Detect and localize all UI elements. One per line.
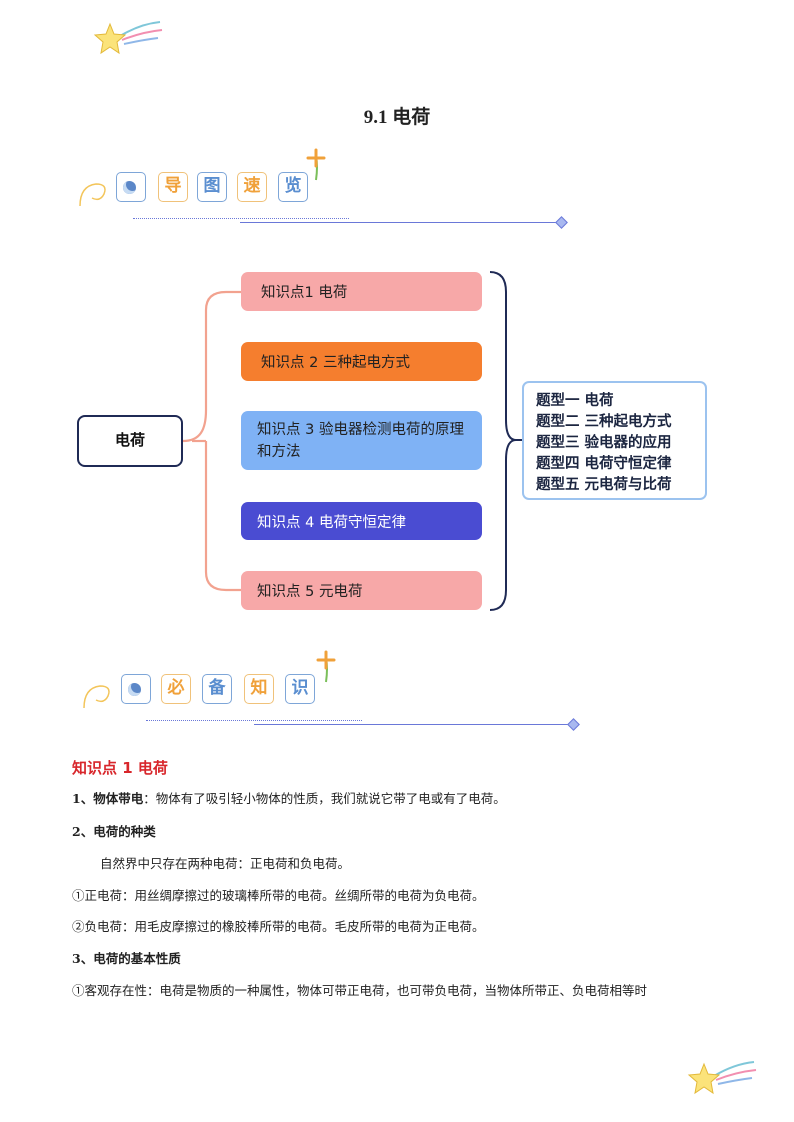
banner-tile: 备 <box>202 674 232 704</box>
divider <box>254 724 572 725</box>
page-title: 9.1 电荷 <box>363 107 431 128</box>
question-type: 题型四 电荷守恒定律 <box>536 456 672 472</box>
knowledge-node-3: 知识点 3 验电器检测电荷的原理和方法 <box>241 411 482 470</box>
banner-mindmap: 导 图 速 览 <box>79 148 600 252</box>
globe-icon <box>121 674 151 704</box>
divider <box>240 222 560 223</box>
banner-knowledge: 必 备 知 识 <box>83 650 606 754</box>
knowledge-node-4: 知识点 4 电荷守恒定律 <box>241 502 482 540</box>
swirl-decoration <box>83 685 110 709</box>
banner-tile: 图 <box>197 172 227 202</box>
paragraph: ①正电荷：用丝绸摩擦过的玻璃棒所带的电荷。丝绸所带的电荷为负电荷。 <box>72 888 485 903</box>
flower-icon <box>306 148 326 181</box>
banner-tile: 速 <box>237 172 267 202</box>
question-type: 题型五 元电荷与比荷 <box>536 477 672 493</box>
subheading: 2、电荷的种类 <box>72 824 156 839</box>
banner-tile: 览 <box>278 172 308 202</box>
divider <box>133 218 349 219</box>
star-icon <box>93 21 163 55</box>
question-type: 题型二 三种起电方式 <box>536 414 672 430</box>
mindmap-root: 电荷 <box>77 415 183 467</box>
paragraph-label: 1、物体带电 <box>72 791 144 806</box>
knowledge-node-2: 知识点 2 三种起电方式 <box>241 342 482 381</box>
banner-tile: 必 <box>161 674 191 704</box>
knowledge-node-1: 知识点1 电荷 <box>241 272 482 311</box>
flower-icon <box>316 650 336 683</box>
paragraph: ①客观存在性：电荷是物质的一种属性，物体可带正电荷，也可带负电荷，当物体所带正、… <box>72 983 648 998</box>
diamond-icon <box>567 718 580 731</box>
question-type: 题型三 验电器的应用 <box>536 435 672 451</box>
swirl-decoration <box>79 183 106 207</box>
globe-icon <box>116 172 146 202</box>
question-type: 题型一 电荷 <box>536 393 614 409</box>
paragraph: ②负电荷：用毛皮摩擦过的橡胶棒所带的电荷。毛皮所带的电荷为正电荷。 <box>72 919 485 934</box>
paragraph: 1、物体带电：物体有了吸引轻小物体的性质，我们就说它带了电或有了电荷。 <box>72 788 506 807</box>
question-types-box: 题型一 电荷 题型二 三种起电方式 题型三 验电器的应用 题型四 电荷守恒定律 … <box>522 381 707 500</box>
paragraph: 自然界中只存在两种电荷：正电荷和负电荷。 <box>100 856 351 871</box>
paragraph-text: ：物体有了吸引轻小物体的性质，我们就说它带了电或有了电荷。 <box>143 791 506 806</box>
divider <box>146 720 362 721</box>
star-icon <box>687 1061 757 1095</box>
banner-tile: 识 <box>285 674 315 704</box>
section-heading: 知识点 1 电荷 <box>72 759 168 777</box>
banner-tile: 知 <box>244 674 274 704</box>
banner-tile: 导 <box>158 172 188 202</box>
subheading: 3、电荷的基本性质 <box>72 951 181 966</box>
knowledge-node-5: 知识点 5 元电荷 <box>241 571 482 610</box>
